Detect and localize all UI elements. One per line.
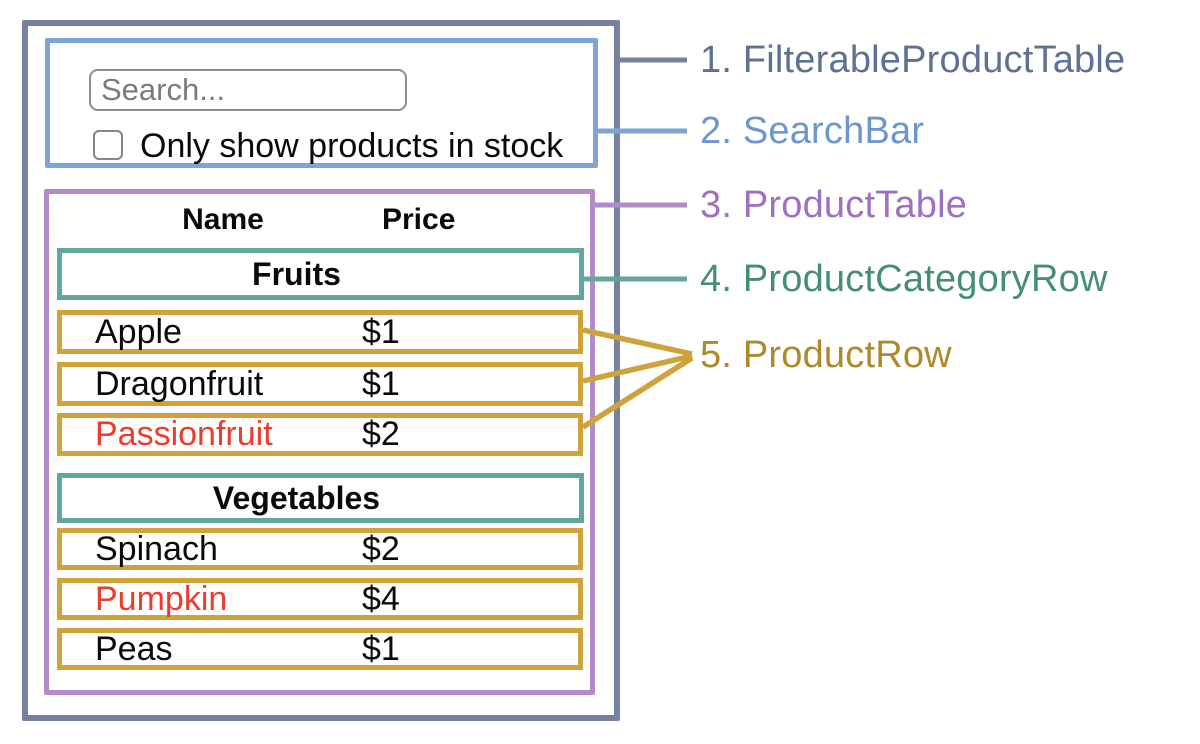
product-name-out-of-stock: Pumpkin (95, 580, 228, 618)
annotation-product-category-row: 4. ProductCategoryRow (700, 258, 1108, 300)
product-row: Apple $1 (57, 310, 583, 354)
product-table-box: Name Price Fruits Apple $1 Dragonfruit $… (44, 189, 595, 695)
product-row: Pumpkin $4 (57, 578, 583, 620)
annotation-product-row: 5. ProductRow (700, 334, 952, 376)
product-name: Dragonfruit (95, 365, 264, 403)
annotation-filterable-product-table: 1. FilterableProductTable (700, 39, 1126, 81)
product-price: $2 (362, 530, 400, 568)
product-name: Spinach (95, 530, 218, 568)
search-bar-box: Only show products in stock (45, 38, 598, 168)
in-stock-checkbox-label: Only show products in stock (140, 127, 564, 165)
annotation-search-bar: 2. SearchBar (700, 110, 925, 152)
filterable-product-table-box: Only show products in stock Name Price F… (22, 20, 620, 721)
product-row: Spinach $2 (57, 528, 583, 570)
in-stock-checkbox[interactable] (93, 130, 123, 160)
product-category-row: Vegetables (57, 473, 584, 523)
annotation-product-table: 3. ProductTable (700, 184, 968, 226)
product-price: $1 (362, 365, 400, 403)
category-label: Vegetables (212, 480, 381, 516)
category-label: Fruits (252, 256, 341, 292)
product-price: $1 (362, 313, 400, 351)
product-price: $1 (362, 630, 400, 668)
product-row: Peas $1 (57, 628, 583, 670)
search-input[interactable] (89, 69, 407, 111)
product-row: Dragonfruit $1 (57, 362, 583, 406)
product-category-row: Fruits (57, 248, 584, 300)
column-header-price: Price (382, 203, 456, 236)
column-header-name: Name (182, 203, 264, 236)
product-price: $2 (362, 415, 400, 453)
product-price: $4 (362, 580, 400, 618)
product-name-out-of-stock: Passionfruit (95, 415, 273, 453)
product-name: Apple (95, 313, 182, 351)
product-row: Passionfruit $2 (57, 413, 583, 456)
product-name: Peas (95, 630, 173, 668)
